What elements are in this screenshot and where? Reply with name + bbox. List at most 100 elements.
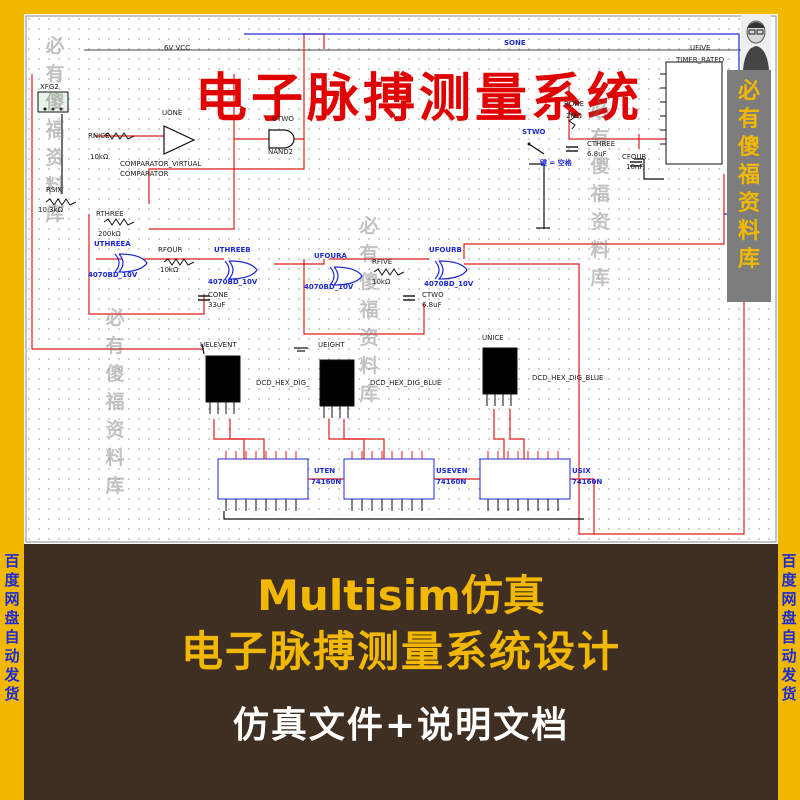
label-cthree: CTHREE: [587, 140, 616, 148]
xor-gate: [227, 260, 258, 280]
resistor: [373, 268, 405, 276]
label-ufoura: UFOURA: [314, 252, 347, 260]
label-rfive: RFIVE: [372, 258, 393, 266]
xor-gate: [437, 260, 468, 280]
author-avatar: [741, 14, 771, 70]
watermark-col-2: 必有傻福资料库: [105, 307, 125, 497]
wire-cascade: [570, 478, 595, 534]
wire-display: [213, 419, 245, 459]
label-rfour: RFOUR: [158, 246, 183, 254]
label-vcc: 6V VCC: [164, 44, 191, 52]
wire-ctwo-loop: [303, 259, 425, 335]
label-ctwo: CTWO: [422, 291, 444, 299]
wire-feedback: [149, 74, 235, 230]
label-rthree: RTHREE: [96, 210, 124, 218]
label-rthree-val: 200kΩ: [98, 230, 121, 238]
xor-gate: [332, 266, 363, 286]
wire-timer-out: [463, 174, 725, 259]
label-4070-d: 4070BD_10V: [424, 280, 474, 288]
wire-mid: [274, 259, 325, 265]
avatar-portrait-icon: [743, 20, 769, 70]
wire-cfour: [634, 158, 664, 180]
label-sone: SONE: [504, 39, 526, 47]
label-usix: USIX: [572, 467, 591, 475]
label-rnice: RNICE: [88, 132, 110, 140]
watermark-col-3: 必有傻福资料库: [359, 215, 379, 405]
label-xfg: XFG2: [40, 83, 59, 91]
schematic-drawing: [25, 15, 777, 543]
resistor: [103, 218, 135, 226]
resistor: [45, 198, 77, 206]
label-key: 键 = 空格: [540, 159, 572, 167]
label-nand: NAND2: [268, 148, 294, 156]
label-rfive-val: 10kΩ: [372, 278, 391, 286]
label-rfour-val: 10kΩ: [160, 266, 179, 274]
label-ueight: UEIGHT: [318, 341, 345, 349]
wire-bus: [223, 511, 584, 520]
banner-line-3: 仿真文件+说明文档: [232, 705, 570, 746]
watermark-col-4: 必有傻福资料库: [590, 99, 610, 289]
xor-gate-curve: [114, 253, 120, 273]
wire-right-loop: [464, 54, 745, 535]
left-side-delivery-text: 百度网盘自动发货: [4, 552, 20, 703]
xor-gate-curve: [329, 266, 335, 286]
label-rsix: RSIX: [46, 186, 63, 194]
label-rsix-val: 10.3kΩ: [38, 206, 63, 214]
label-chip-3: 74160N: [572, 478, 603, 486]
label-stwo: STWO: [522, 128, 546, 136]
wire-cone-left: [88, 214, 205, 315]
nand-gate: [268, 129, 295, 149]
xor-gate-curve: [224, 260, 230, 280]
label-4070-b: 4070BD_10V: [208, 278, 258, 286]
resistor: [568, 108, 576, 130]
xor-gate: [117, 253, 148, 273]
label-ufourb: UFOURB: [429, 246, 462, 254]
label-dcd-1: DCD_HEX_DIG_: [256, 379, 310, 387]
label-useven: USEVEN: [436, 467, 468, 475]
sheet-border: [25, 15, 777, 543]
switch: [528, 143, 545, 155]
side-watermark-text: 必有傻福资料库: [737, 79, 760, 272]
resistor: [163, 258, 195, 266]
right-side-delivery-text: 百度网盘自动发货: [781, 552, 797, 703]
schematic-title: 电子脉搏测量系统: [194, 69, 643, 129]
wire-display: [343, 419, 385, 459]
side-watermark-panel: [727, 70, 771, 302]
label-rone: RONE: [564, 100, 585, 108]
schematic-canvas[interactable]: 电子脉搏测量系统 必有傻福资料库 必有傻福资料库 必有傻福资料库 必有傻福资料库…: [24, 14, 778, 544]
banner-line-1: Multisim仿真: [257, 571, 545, 620]
wire-left-loop: [31, 74, 204, 350]
label-ctwo-val: 6.8uF: [422, 301, 442, 309]
label-cone: CONE: [208, 291, 229, 299]
label-4070-a: 4070BD_10V: [88, 271, 138, 279]
terminal: [59, 107, 63, 111]
label-cthree-val: 6.8uF: [587, 150, 607, 158]
label-rnice-val: 10kΩ: [90, 153, 109, 161]
terminal: [43, 107, 47, 111]
wire-switch: [529, 163, 545, 229]
label-rone-val: 2MΩ: [566, 112, 582, 120]
promo-banner: Multisim仿真 电子脉搏测量系统设计 仿真文件+说明文档: [24, 544, 778, 800]
label-comp1: COMPARATOR_VIRTUAL: [120, 160, 202, 168]
hex-display: [482, 347, 518, 395]
label-dcd-2: DCD_HEX_DIG_BLUE: [370, 379, 442, 387]
counter-74160: [217, 458, 309, 500]
label-uten: UTEN: [314, 467, 336, 475]
banner-line-2: 电子脉搏测量系统设计: [180, 627, 621, 676]
label-uthreea: UTHREEA: [94, 240, 131, 248]
wire-display: [493, 409, 505, 459]
label-ufive: UFIVE: [690, 44, 711, 52]
label-cone-val: 33uF: [208, 301, 226, 309]
timer-555: [665, 61, 723, 165]
label-cfour-val: 10nF: [626, 163, 644, 171]
label-chip-2: 74160N: [436, 478, 467, 486]
label-dcd-3: DCD_HEX_DIG_BLUE: [532, 374, 604, 382]
label-timer: TIMER_RATED: [676, 56, 725, 64]
label-uelevent: UELEVENT: [200, 341, 237, 349]
resistor: [103, 132, 135, 140]
counter-74160: [479, 458, 571, 500]
label-utwo: UTWO: [272, 115, 294, 123]
label-4070-c: 4070BD_10V: [304, 283, 354, 291]
hex-display: [205, 355, 241, 403]
label-cfour: CFOUR: [622, 153, 647, 161]
